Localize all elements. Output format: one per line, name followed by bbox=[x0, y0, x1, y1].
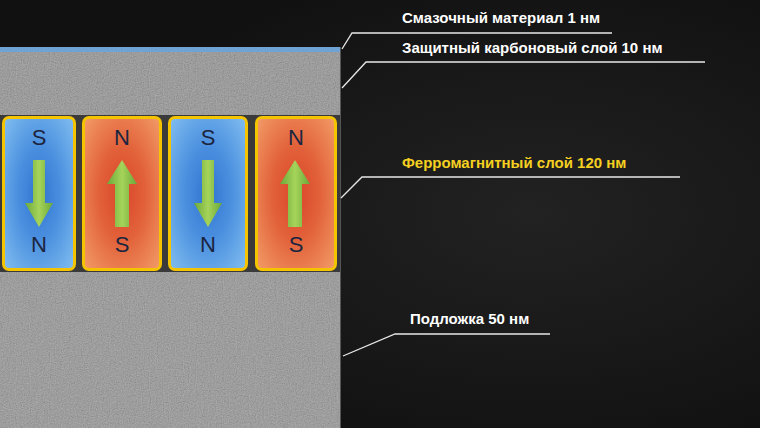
ferromagnetic-layer bbox=[0, 115, 340, 272]
substrate-texture bbox=[0, 272, 340, 428]
arrow-up bbox=[280, 160, 310, 227]
leader-line bbox=[343, 334, 550, 356]
layer-label: Защитный карбоновый слой 10 нм bbox=[402, 39, 663, 57]
pole-letter: N bbox=[31, 232, 47, 258]
pole-letter: N bbox=[288, 125, 304, 151]
leader-line bbox=[341, 177, 680, 198]
layer-label: Подложка 50 нм bbox=[410, 310, 529, 328]
pole-letter: S bbox=[289, 232, 304, 258]
pole-letter: N bbox=[200, 232, 216, 258]
layer-label: Смазочный материал 1 нм bbox=[402, 9, 600, 27]
layer-edge bbox=[340, 47, 341, 428]
substrate-layer bbox=[0, 272, 340, 428]
magnet-domain: NS bbox=[82, 116, 162, 271]
arrow-down bbox=[194, 160, 222, 227]
pole-letter: S bbox=[115, 232, 130, 258]
magnet-domain: SN bbox=[2, 116, 76, 271]
leader-line bbox=[342, 62, 705, 88]
layer-label: Ферромагнитный слой 120 нм bbox=[402, 154, 626, 172]
pole-letter: N bbox=[114, 125, 130, 151]
carbon-texture bbox=[0, 52, 340, 118]
lubricant-layer bbox=[0, 47, 341, 52]
pole-letter: S bbox=[201, 125, 216, 151]
magnet-domain: SN bbox=[168, 116, 248, 271]
carbon-layer bbox=[0, 52, 340, 118]
arrow-down bbox=[25, 160, 53, 227]
arrow-up bbox=[107, 160, 137, 227]
pole-letter: S bbox=[32, 125, 47, 151]
magnet-domain: NS bbox=[255, 116, 337, 271]
